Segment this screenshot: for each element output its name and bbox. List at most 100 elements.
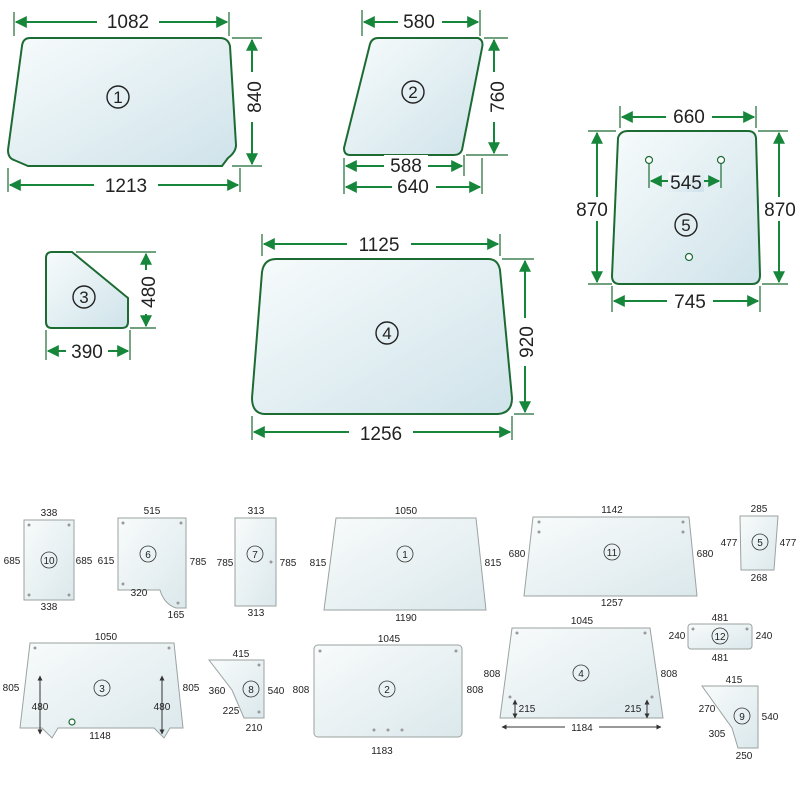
sp10-left: 685 [4,556,21,567]
small-pane-6: 515 615 785 320 165 6 [98,506,207,621]
sp4-inner-left: 215 [519,704,536,715]
sp7-top: 313 [248,506,265,517]
pane-5-top-dim: 660 [673,107,705,128]
sp5-top: 285 [751,504,768,515]
small-pane-5: 285 268 477 477 5 [721,504,797,584]
sp11-left: 680 [509,549,526,560]
sp12-right: 240 [756,631,773,642]
small-pane-10-shape [23,519,75,601]
sp2-bottom: 1183 [371,746,393,757]
sp10-right: 685 [76,556,93,567]
sp8-bottom: 210 [246,723,263,734]
pane-5-left-dim: 870 [576,200,608,221]
pane-4-top-dim: 1125 [359,235,400,256]
small-pane-4: 1045 1184 808 808 215 215 4 [484,616,678,734]
pane-2-id: 2 [408,83,417,102]
sp8-top: 415 [233,649,250,660]
sp11-top: 1142 [601,505,623,516]
sp10-top: 338 [41,508,58,519]
small-pane-5-shape [739,515,779,571]
pane-4-shape [250,258,514,415]
sp2-top: 1045 [378,634,401,645]
sp12-left: 240 [669,631,686,642]
sp8-right: 540 [268,686,285,697]
sp9-bottom: 250 [736,751,753,762]
sp12-top: 481 [712,613,729,624]
pane-1-id: 1 [113,88,122,107]
sp4-inner-right: 215 [625,704,642,715]
sp6-id: 6 [145,550,151,561]
pane-5-right-dim: 870 [764,200,796,221]
pane-5-bottom-dim: 745 [674,292,706,313]
pane-5-id: 5 [681,216,690,235]
sp4-top: 1045 [571,616,594,627]
pane-2-top-dim: 580 [403,12,435,33]
sp3-top: 1050 [95,632,118,643]
small-pane-1-shape [323,517,487,611]
pane-4-bottom-dim: 1256 [360,424,402,445]
pane-1-shape [6,37,238,167]
sp6-left: 615 [98,556,115,567]
pane-5-holes-dim: 545 [670,173,702,194]
pane-3-shape [45,251,129,329]
sp3-right: 805 [183,683,200,694]
sp3-left: 805 [3,683,20,694]
sp3-id: 3 [99,684,105,695]
sp7-right: 785 [280,558,297,569]
sp1-left: 815 [310,558,327,569]
small-pane-11-shape [523,516,698,597]
sp5-id: 5 [757,538,763,549]
small-pane-6-shape [117,517,187,609]
sp11-right: 680 [697,549,714,560]
sp5-bottom: 268 [751,573,768,584]
pane-4-right-dim: 920 [517,326,538,358]
small-pane-11: 1142 1257 680 680 11 [509,505,714,609]
pane-4-id: 4 [382,324,391,343]
small-pane-9-shape [701,685,759,749]
sp5-left: 477 [721,538,738,549]
pane-4-id-circle [375,321,399,345]
small-pane-2-shape [313,644,463,738]
pane-5-shape [610,130,762,285]
sp8-mid: 225 [223,706,240,717]
small-pane-3: 1050 1148 805 805 480 480 3 [3,632,200,742]
sp12-bottom: 481 [712,653,729,664]
small-pane-10: 338 338 685 685 10 [4,508,93,613]
sp9-right: 540 [762,712,779,723]
small-pane-9: 415 270 305 540 250 9 [699,675,779,762]
sp4-right: 808 [661,669,678,680]
sp1-id: 1 [402,550,408,561]
sp2-right: 808 [467,685,484,696]
sp11-bottom: 1257 [601,598,624,609]
large-pane-4: 1125 920 1256 4 [250,233,538,445]
large-pane-3: 480 390 3 [45,251,160,363]
sp7-left: 785 [217,558,234,569]
sp9-mid: 305 [709,729,726,740]
sp5-right: 477 [780,538,797,549]
sp1-top: 1050 [395,506,418,517]
small-pane-3-shape [19,642,184,739]
small-pane-12-shape [687,623,753,650]
sp11-id: 11 [607,548,618,559]
sp10-bottom: 338 [41,602,58,613]
sp2-left: 808 [293,685,310,696]
sp10-id: 10 [43,556,55,567]
sp6-top: 515 [144,506,161,517]
large-pane-5: 660 545 870 870 745 5 [572,105,800,313]
sp2-id: 2 [384,685,390,696]
pane-3-bottom-dim: 390 [71,342,103,363]
sp4-id: 4 [578,669,584,680]
pane-3-right-dim: 480 [139,276,160,308]
pane-5-id-circle [674,213,698,237]
sp4-left: 808 [484,669,501,680]
pane-1-id-circle [106,85,130,109]
small-pane-8-shape [207,659,265,719]
pane-2-bottom-dim: 640 [397,177,429,198]
large-pane-1: 1082 1213 840 1 [6,10,266,197]
pane-3-id-circle [72,285,96,309]
pane-2-id-circle [401,80,425,104]
pane-2-right-dim: 760 [488,81,509,113]
sp6-right: 785 [190,557,207,568]
sp1-bottom: 1190 [395,613,417,624]
